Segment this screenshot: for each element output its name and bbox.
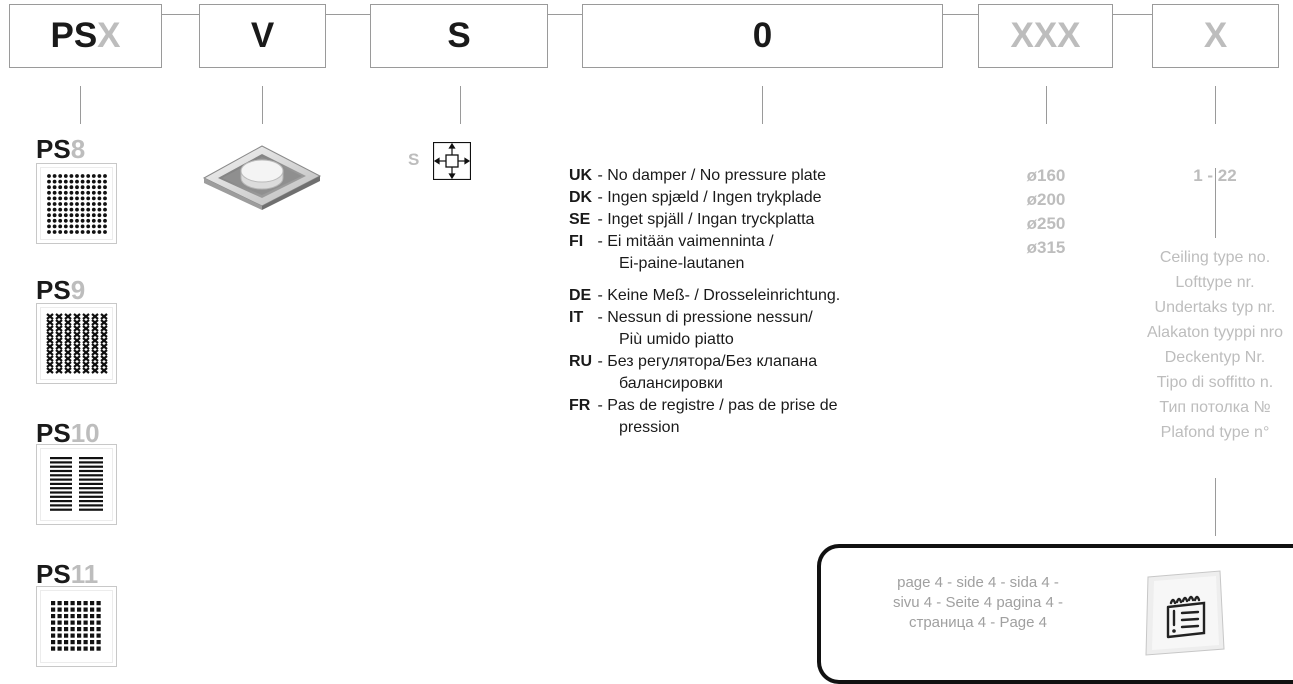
lang-row-fr: FR - Pas de registre / pas de prise de: [569, 397, 838, 414]
code-box-size: S: [370, 4, 548, 68]
page-reference-text: page 4 - side 4 - sida 4 - sivu 4 - Seit…: [892, 574, 1064, 631]
tick-line: [460, 86, 461, 124]
code-part: S: [447, 16, 471, 55]
lang-row-fr-cont: pression: [619, 419, 680, 436]
diameter-option: ø315: [1026, 238, 1066, 257]
connector-line: [162, 14, 199, 15]
perforation-weave-icon: [46, 313, 108, 374]
code-placeholder: X: [1203, 16, 1228, 55]
tick-line: [1215, 478, 1216, 536]
code-part: V: [250, 16, 275, 55]
code-placeholder: XXX: [1010, 16, 1081, 55]
four-arrows-icon: [433, 142, 471, 180]
ceiling-valve-icon: [202, 145, 322, 210]
lang-row-uk: UK - No damper / No pressure plate: [569, 167, 826, 184]
ceiling-type-label: Undertaks typ nr.: [1154, 299, 1276, 316]
connector-line: [326, 14, 370, 15]
notepad-icon: [1145, 570, 1225, 656]
tick-line: [80, 86, 81, 124]
code-part: 0: [752, 16, 773, 55]
lang-row-fi-cont: Ei-paine-lautanen: [619, 255, 745, 272]
ceiling-type-label: Lofttype nr.: [1175, 274, 1255, 291]
lang-row-de: DE - Keine Meß- / Drosseleinrichtung.: [569, 287, 841, 304]
ceiling-type-label: Ceiling type no.: [1159, 249, 1271, 266]
perforation-slots-icon: [50, 457, 103, 511]
code-box-diameter: XXX: [978, 4, 1113, 68]
tick-line: [1046, 86, 1047, 124]
code-placeholder: X: [97, 16, 121, 55]
connector-line: [1113, 14, 1152, 15]
pattern-slots-tile: [36, 444, 117, 525]
pattern-weave-tile: [36, 303, 117, 384]
code-box-ceiling: X: [1152, 4, 1279, 68]
code-box-damper: 0: [582, 4, 943, 68]
perforation-dots-icon: [47, 174, 107, 234]
connector-line: [548, 14, 582, 15]
ceiling-type-label: Тип потолка №: [1159, 399, 1271, 416]
size-label: S: [408, 150, 420, 169]
model-label: PS10: [36, 418, 100, 448]
ceiling-type-label: Deckentyp Nr.: [1164, 349, 1266, 366]
lang-row-fi: FI - Ei mitään vaimenninta /: [569, 233, 774, 250]
lang-row-ru: RU - Без регулятора/Без клапана: [569, 353, 818, 370]
model-label: PS11: [36, 559, 99, 589]
tick-line: [1215, 86, 1216, 124]
diameter-option: ø200: [1026, 190, 1066, 209]
diameter-option: ø160: [1026, 166, 1066, 185]
ceiling-type-label: Alakaton tyyppi nro: [1146, 324, 1284, 341]
model-label: PS9: [36, 275, 86, 305]
connector-line: [943, 14, 978, 15]
lang-row-ru-cont: балансировки: [619, 375, 723, 392]
lang-row-se: SE - Inget spjäll / Ingan tryckplatta: [569, 211, 815, 228]
perforation-squares-icon: [51, 601, 101, 651]
tick-line: [262, 86, 263, 124]
code-part: PS: [50, 16, 98, 55]
tick-line: [762, 86, 763, 124]
code-box-type: V: [199, 4, 326, 68]
pattern-dots-tile: [36, 163, 117, 244]
tick-line: [1215, 168, 1216, 238]
ceiling-type-label: Tipo di soffitto n.: [1156, 374, 1274, 391]
lang-row-it: IT - Nessun di pressione nessun/: [569, 309, 813, 326]
diameter-option: ø250: [1026, 214, 1066, 233]
model-label: PS8: [36, 134, 86, 164]
pattern-squares-tile: [36, 586, 117, 667]
ceiling-range: 1 - 22: [1193, 166, 1237, 185]
lang-row-it-cont: Più umido piatto: [619, 331, 734, 348]
lang-row-dk: DK - Ingen spjæld / Ingen trykplade: [569, 189, 822, 206]
ceiling-type-label: Plafond type n°: [1160, 424, 1270, 441]
